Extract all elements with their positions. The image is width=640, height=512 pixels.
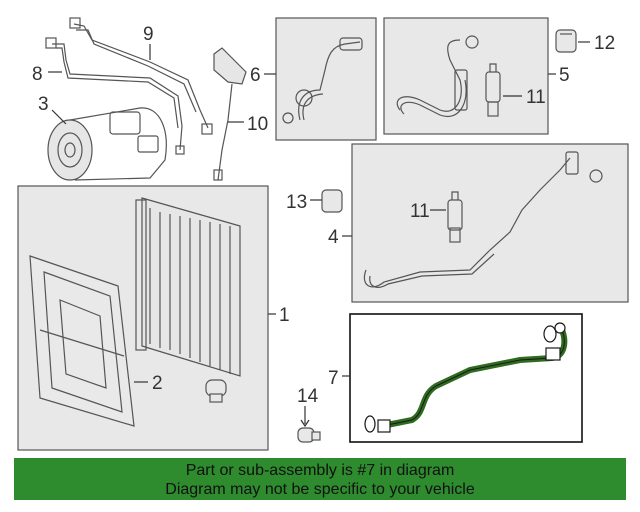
callout-13: 13 — [286, 192, 307, 213]
callout-14: 14 — [297, 386, 319, 407]
callout-12: 12 — [594, 33, 615, 54]
callout-6: 6 — [250, 65, 261, 86]
cap-part-12[interactable] — [555, 29, 577, 53]
hose-part-6[interactable] — [282, 37, 363, 124]
hose-part-4[interactable] — [363, 151, 603, 288]
cap-part-13[interactable] — [321, 189, 343, 213]
callout-4: 4 — [328, 227, 339, 248]
compressor-part-3[interactable] — [47, 107, 167, 181]
banner-line-2: Diagram may not be specific to your vehi… — [165, 481, 475, 498]
callout-11-mid: 11 — [410, 201, 430, 222]
hose-part-9[interactable] — [69, 17, 213, 135]
hose-part-5[interactable] — [396, 35, 479, 118]
condenser-part-1[interactable] — [135, 197, 241, 377]
callout-7: 7 — [328, 368, 339, 389]
hose-part-8[interactable] — [45, 37, 185, 155]
callout-3: 3 — [38, 94, 49, 115]
group-box-5 — [383, 17, 549, 135]
plug-part[interactable] — [205, 379, 227, 403]
hose-part-7[interactable] — [364, 322, 568, 433]
callout-10: 10 — [247, 114, 268, 135]
fitting-part-14[interactable] — [297, 427, 321, 443]
callout-1: 1 — [279, 305, 290, 326]
callout-11-top: 11 — [526, 87, 546, 108]
group-box-4 — [351, 143, 629, 303]
callout-9: 9 — [143, 24, 154, 45]
banner-line-1: Part or sub-assembly is #7 in diagram — [185, 462, 455, 479]
valve-part-11-mid[interactable] — [447, 191, 463, 243]
sensor-part-10[interactable] — [213, 47, 247, 181]
parts-diagram: 6 11 5 12 3 — [17, 17, 629, 451]
info-banner: Part or sub-assembly is #7 in diagram Di… — [14, 458, 626, 500]
frame-part-2[interactable] — [29, 255, 135, 427]
callout-2: 2 — [152, 373, 163, 394]
callout-8: 8 — [32, 64, 43, 85]
callout-5: 5 — [559, 65, 570, 86]
valve-part-11-top[interactable] — [485, 63, 501, 117]
